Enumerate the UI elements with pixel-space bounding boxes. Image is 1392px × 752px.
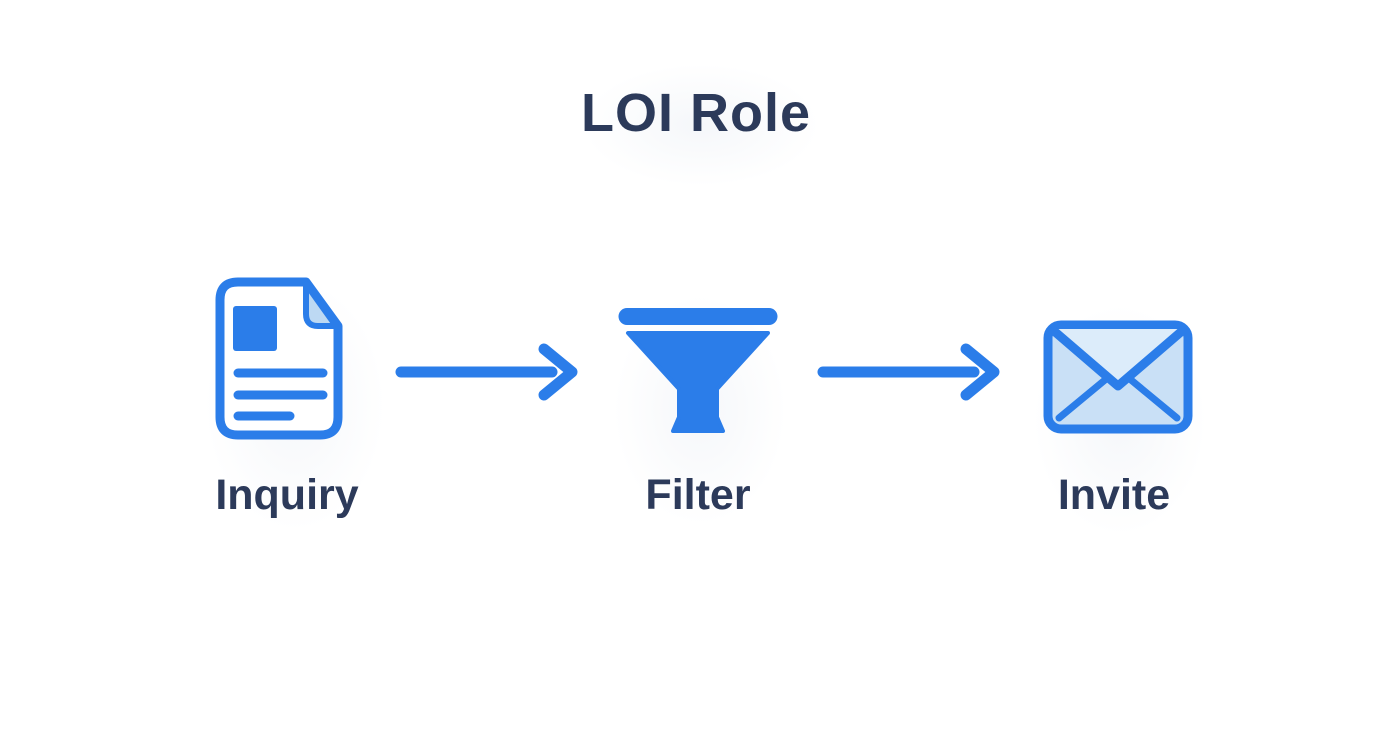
step-label-inquiry: Inquiry: [215, 471, 359, 519]
diagram-title: LOI Role: [580, 83, 812, 143]
step-label-filter: Filter: [645, 471, 751, 519]
funnel-icon: [618, 308, 778, 433]
arrow-right-icon: [817, 343, 1000, 401]
document-icon: [215, 277, 343, 440]
step-label-invite: Invite: [1057, 471, 1171, 519]
arrow-right-icon: [395, 343, 578, 401]
envelope-icon: [1043, 320, 1193, 434]
